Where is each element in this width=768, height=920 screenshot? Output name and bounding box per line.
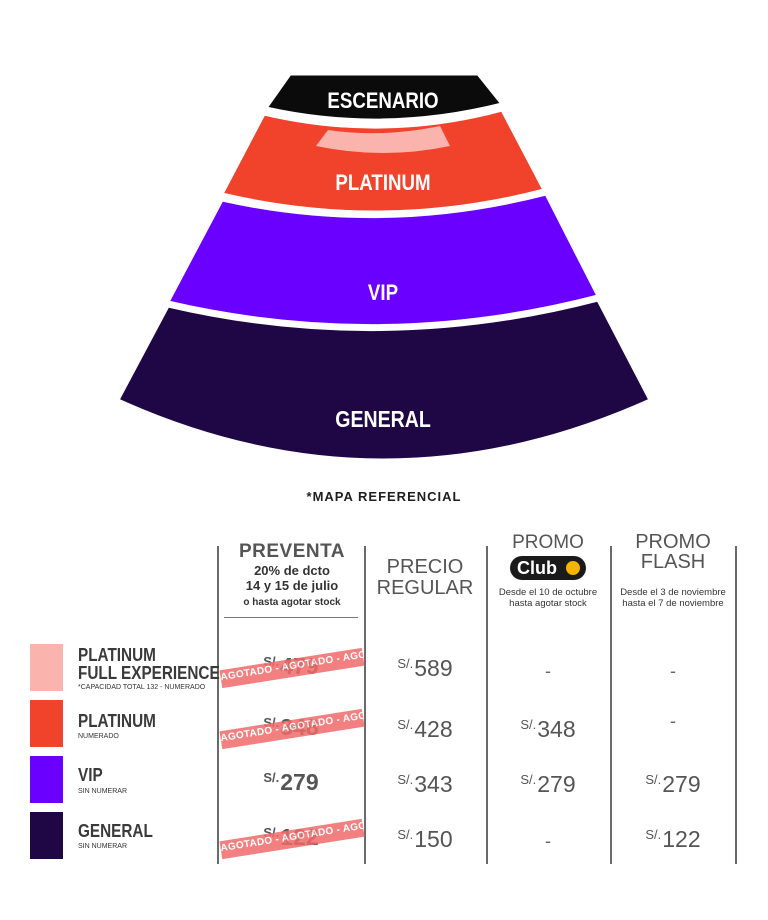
price-value: 589 [414, 655, 453, 681]
map-reference-note: *MAPA REFERENCIAL [306, 489, 462, 504]
row-name: GENERAL [78, 821, 153, 841]
currency-symbol: S/. [520, 772, 537, 787]
row-subtitle: NUMERADO [78, 733, 119, 740]
club-logo-text: Club [517, 558, 557, 578]
row-name: PLATINUM [78, 645, 156, 665]
currency-symbol: S/. [397, 717, 414, 732]
club-price: - [545, 831, 551, 851]
promo-club-header: PROMO [512, 532, 584, 553]
platinum-label: PLATINUM [335, 172, 430, 196]
club-price: S/.348 [488, 716, 608, 742]
column-divider [735, 546, 737, 864]
promo-club-dates: Desde el 10 de octubre [498, 587, 598, 598]
stage-label: ESCENARIO [327, 90, 438, 114]
row-subtitle: *CAPACIDAD TOTAL 132 - NUMERADO [78, 684, 206, 691]
regular-header-line2: REGULAR [376, 577, 474, 599]
presale-dates: 14 y 15 de julio [245, 578, 339, 593]
column-divider [364, 546, 366, 864]
row-name: VIP [78, 765, 103, 785]
platinum-fx-swatch [30, 644, 63, 691]
promo-flash-end: hasta el 7 de noviembre [622, 598, 724, 609]
promo-flash-start: Desde el 3 de noviembre [620, 587, 726, 598]
currency-symbol: S/. [397, 656, 414, 671]
club-price: S/.279 [488, 771, 608, 797]
zone-stage [264, 72, 504, 122]
price-value: 428 [414, 716, 453, 742]
price-value: 348 [537, 716, 576, 742]
currency-symbol: S/. [645, 827, 662, 842]
regular-price: S/.428 [366, 716, 484, 742]
presale-price: S/.279 [218, 769, 364, 795]
column-divider [610, 546, 612, 864]
general-label: GENERAL [335, 407, 431, 433]
zone-general[interactable] [116, 298, 652, 462]
promo-flash-header-line2: FLASH [640, 551, 706, 573]
promo-flash-header-line1: PROMO [635, 531, 711, 553]
row-name-line2: FULL EXPERIENCE [78, 663, 220, 683]
platinum-swatch [30, 700, 63, 747]
currency-symbol: S/. [263, 770, 280, 785]
regular-price: S/.150 [366, 826, 484, 852]
row-name: PLATINUM [78, 711, 156, 731]
presale-discount: 20% de dcto [254, 563, 330, 578]
currency-symbol: S/. [397, 772, 414, 787]
currency-symbol: S/. [645, 772, 662, 787]
zone-vip[interactable] [166, 192, 600, 328]
promo-club-stock-note: hasta agotar stock [509, 598, 587, 609]
presale-stock-note: o hasta agotar stock [243, 597, 341, 608]
price-value: 279 [662, 771, 701, 797]
vip-swatch [30, 756, 63, 803]
price-value: 150 [414, 826, 453, 852]
regular-price: S/.589 [366, 655, 484, 681]
currency-symbol: S/. [520, 717, 537, 732]
club-price: - [545, 661, 551, 681]
flash-price: S/.122 [612, 826, 734, 852]
vip-label: VIP [368, 282, 398, 306]
price-value: 279 [280, 769, 319, 795]
flash-price: S/.279 [612, 771, 734, 797]
price-value: 279 [537, 771, 576, 797]
regular-header-line1: PRECIO [386, 556, 464, 578]
price-value: 122 [662, 826, 701, 852]
column-divider [486, 546, 488, 864]
general-swatch [30, 812, 63, 859]
flash-price: - [670, 711, 676, 731]
presale-divider [224, 617, 358, 618]
zone-platinum-full-experience[interactable] [316, 126, 450, 153]
currency-symbol: S/. [397, 827, 414, 842]
regular-price: S/.343 [366, 771, 484, 797]
column-divider [217, 546, 219, 864]
zone-platinum[interactable] [220, 108, 546, 214]
presale-header-title: PREVENTA [238, 541, 346, 562]
row-subtitle: SIN NUMERAR [78, 843, 128, 850]
row-subtitle: SIN NUMERAR [78, 788, 128, 795]
club-coin-icon [566, 561, 580, 575]
flash-price: - [670, 661, 676, 681]
venue-map: ESCENARIO PLATINUM VIP GENERAL [116, 72, 652, 462]
price-value: 343 [414, 771, 453, 797]
